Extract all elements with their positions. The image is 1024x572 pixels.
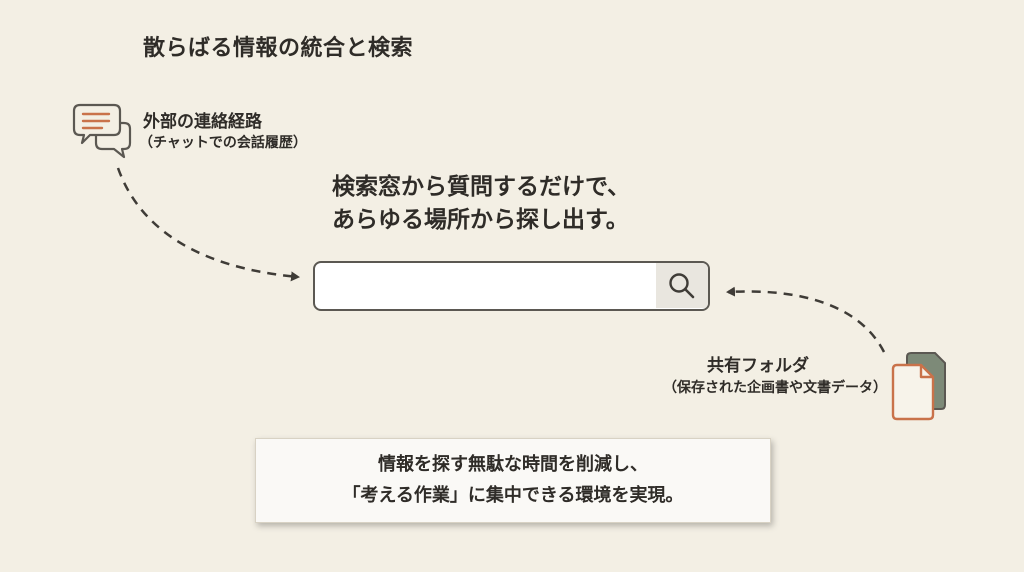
page-title: 散らばる情報の統合と検索 [143,36,414,61]
search-input[interactable] [315,263,655,308]
folder-source-subtitle: （保存された企画書や文書データ） [663,380,887,396]
search-box [313,261,710,311]
folder-to-search-arrow [726,286,886,353]
headline: 検索窓から質問するだけで、 あらゆる場所から探し出す。 [332,171,630,237]
chat-to-search-arrow [116,167,300,282]
headline-line-2: あらゆる場所から探し出す。 [332,207,629,233]
search-button[interactable] [656,263,708,308]
folder-source-title: 共有フォルダ [707,356,809,376]
chat-source-title: 外部の連絡経路 [143,112,262,132]
callout-line-1: 情報を探す無駄な時間を削減し、 [378,454,648,475]
search-icon [669,272,695,298]
callout-line-2: 「考える作業」に集中できる環境を実現。 [342,485,684,506]
callout-box: 情報を探す無駄な時間を削減し、 「考える作業」に集中できる環境を実現。 [255,438,771,523]
headline-line-1: 検索窓から質問するだけで、 [332,174,631,200]
document-stack-icon [891,352,946,421]
chat-bubbles-icon [72,103,132,159]
chat-source-subtitle: （チャットでの会話履歴） [139,135,307,151]
